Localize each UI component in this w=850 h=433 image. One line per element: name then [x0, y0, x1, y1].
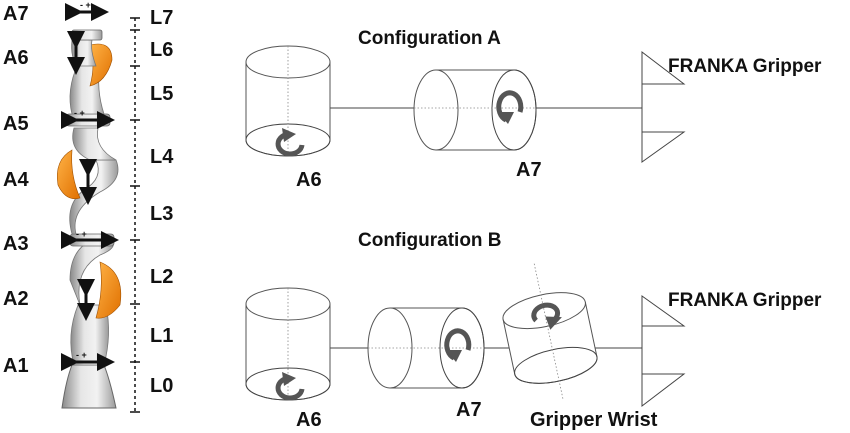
rotation-arrow-icon	[444, 328, 472, 362]
joint-label-a7: A7	[456, 399, 482, 421]
robot-orange-a2	[95, 261, 122, 319]
rotation-arrow-icon	[275, 372, 305, 401]
svg-text:- +: - +	[74, 108, 85, 118]
double-arrow-icon	[61, 3, 119, 371]
joint-a6-cylinder	[245, 287, 331, 401]
link-labels: L7 L6 L5 L4 L3 L2 L1 L0	[150, 7, 174, 397]
svg-text:- +: - +	[80, 0, 91, 10]
gripper-b-label: FRANKA Gripper	[668, 290, 822, 311]
link-label: L7	[150, 7, 173, 29]
gripper-a	[641, 50, 686, 163]
joint-sign-marks: - + - + - + - +	[74, 0, 91, 360]
rotation-arrow-icon	[275, 128, 305, 157]
link-label: L1	[150, 325, 173, 347]
axis-label: A6	[3, 47, 29, 69]
rotation-arrow-icon	[531, 302, 562, 330]
configuration-b: Configuration B A6 A7	[245, 230, 822, 431]
link-label: L4	[150, 146, 174, 168]
joint-a6-cylinder	[245, 45, 331, 157]
axis-label: A4	[3, 169, 29, 191]
robot-base	[61, 364, 117, 409]
robot-orange-a4	[57, 149, 81, 199]
axis-label: A7	[3, 3, 29, 25]
link-label: L3	[150, 203, 173, 225]
axis-label: A5	[3, 113, 29, 135]
configuration-a-title: Configuration A	[358, 28, 501, 49]
rotation-arrow-icon	[496, 90, 524, 124]
joint-label-a6: A6	[296, 409, 322, 431]
axis-label: A3	[3, 233, 29, 255]
gripper-a-label: FRANKA Gripper	[668, 56, 822, 77]
link-tick-marks	[130, 17, 140, 413]
joint-label-a6: A6	[296, 169, 322, 191]
gripper-wrist-label: Gripper Wrist	[530, 409, 658, 431]
configuration-a: Configuration A A6 A7	[245, 28, 822, 191]
joint-label-a7: A7	[516, 159, 542, 181]
axis-label: A2	[3, 288, 29, 310]
link-label: L0	[150, 375, 173, 397]
svg-text:- +: - +	[76, 350, 87, 360]
svg-text:- +: - +	[76, 229, 87, 239]
joint-a7-cylinder	[367, 307, 485, 389]
axis-label: A1	[3, 355, 29, 377]
joint-a7-cylinder	[413, 69, 537, 151]
link-label: L6	[150, 39, 173, 61]
link-label: L5	[150, 83, 173, 105]
robot-link-4	[72, 127, 117, 161]
link-label: L2	[150, 266, 173, 288]
gripper-b	[641, 295, 686, 408]
robot-flange	[71, 29, 103, 41]
axis-labels: A7 A6 A5 A4 A3 A2 A1	[3, 3, 29, 377]
robot-arm: - + - + - + - +	[57, 0, 122, 409]
configuration-b-title: Configuration B	[358, 230, 502, 251]
gripper-wrist-cylinder	[502, 263, 598, 399]
